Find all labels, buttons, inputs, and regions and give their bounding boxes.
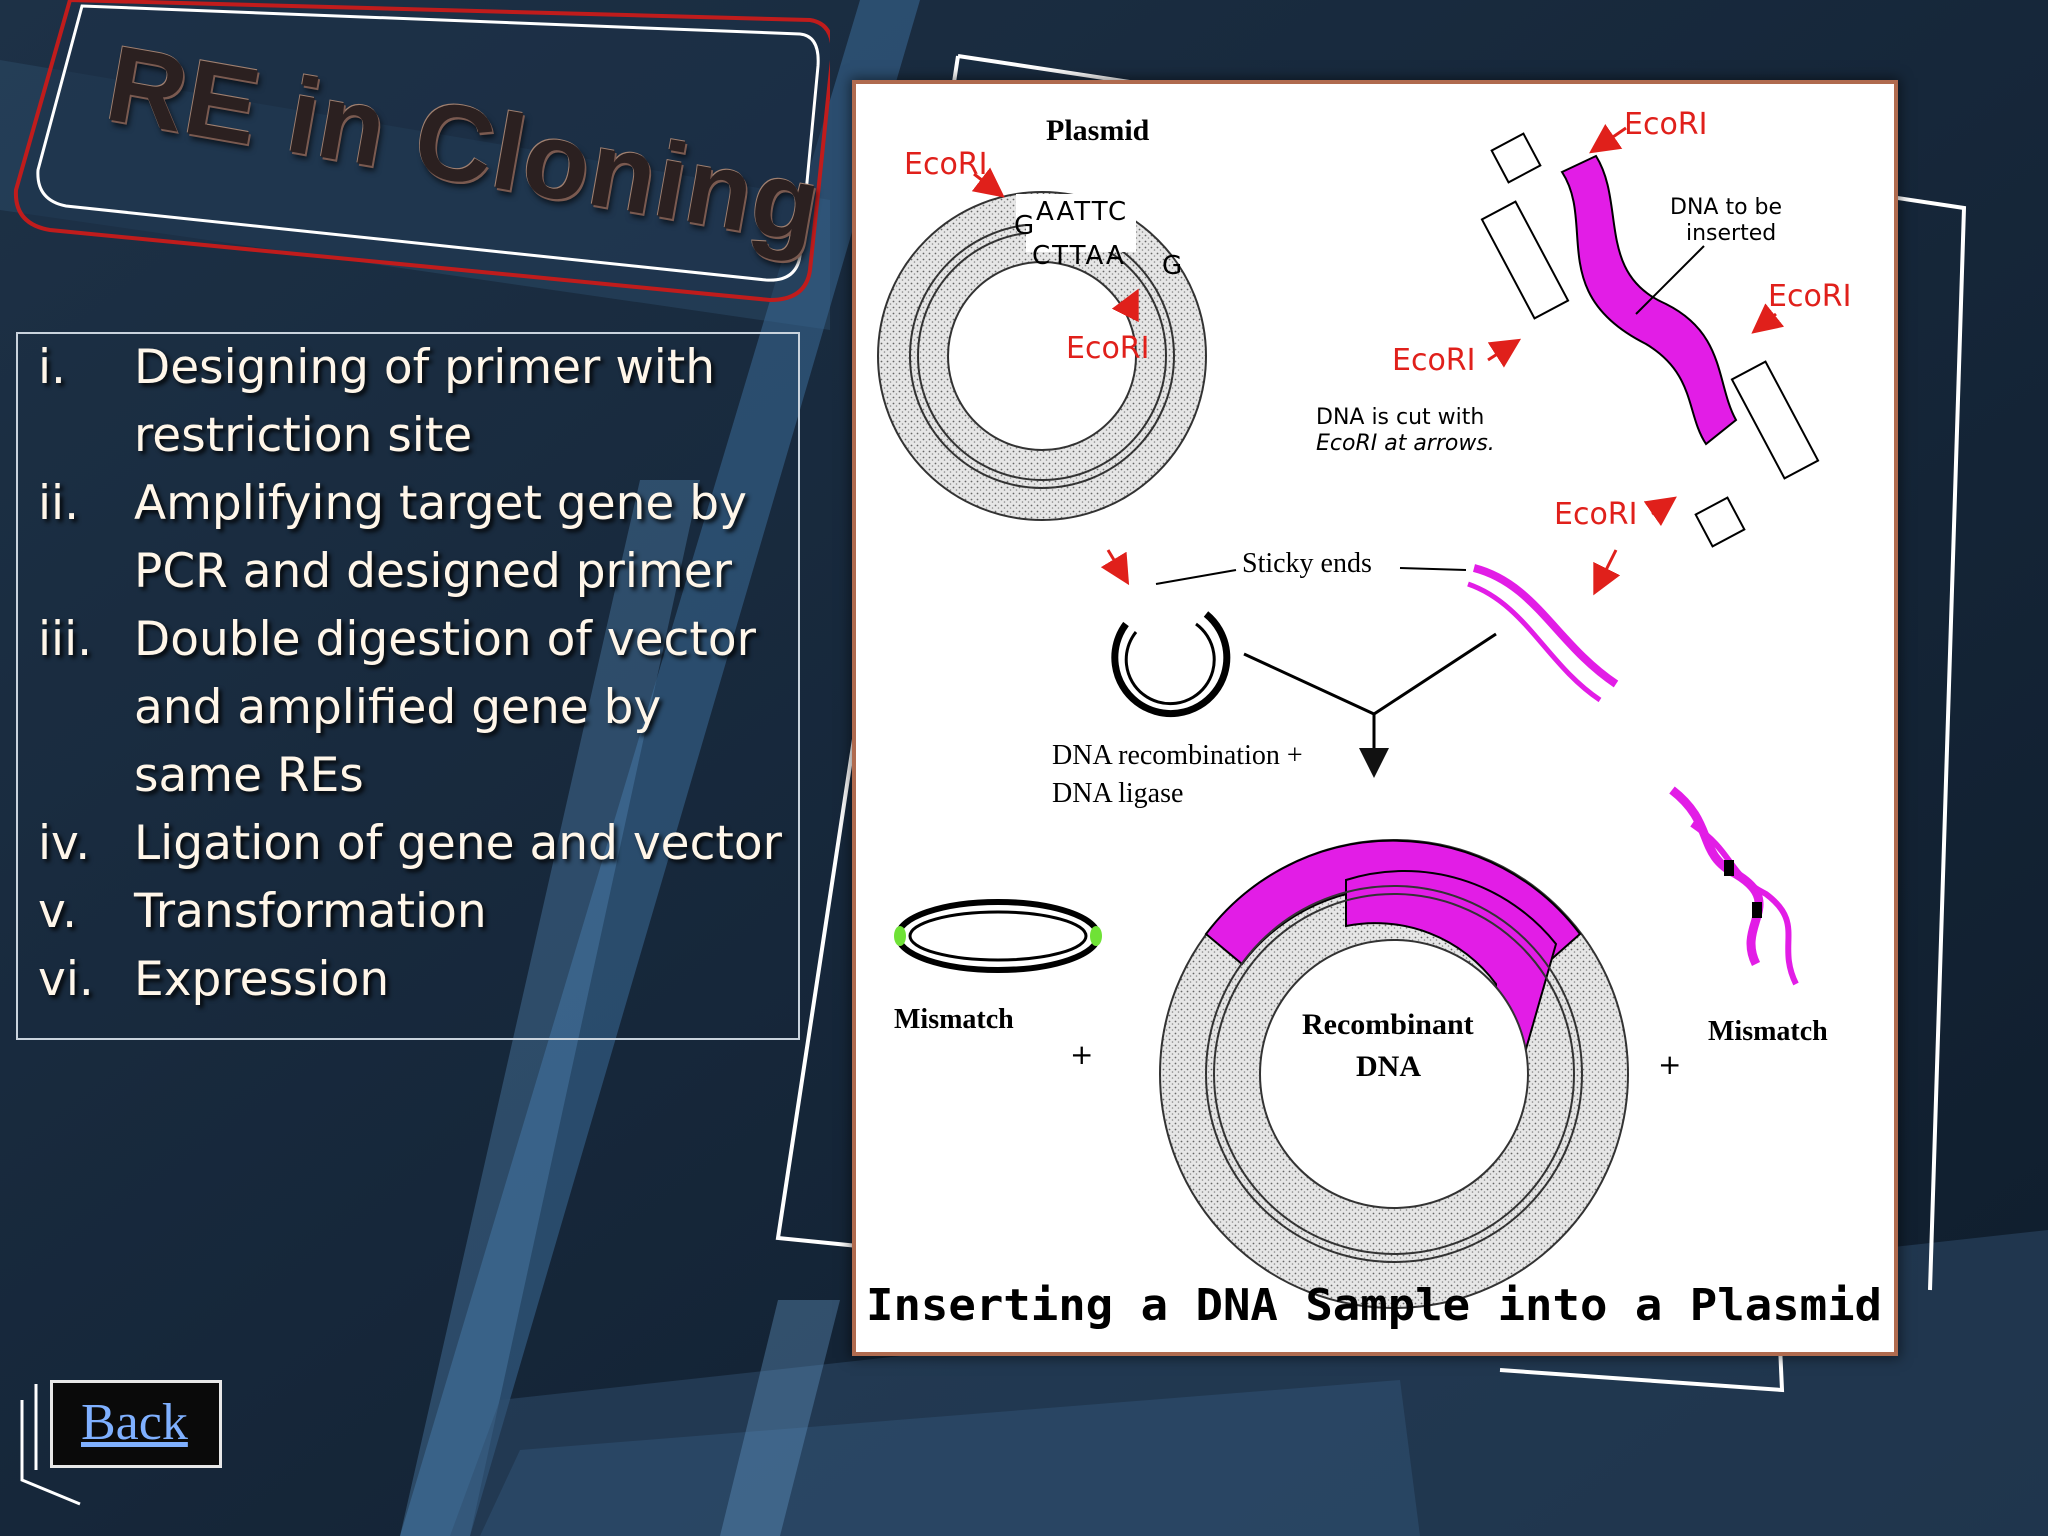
mismatch-plasmid-icon (894, 899, 1102, 973)
back-link[interactable]: Back (81, 1394, 188, 1451)
leader-line (1399, 567, 1467, 571)
bottom-g: G (1162, 251, 1182, 281)
enzyme-label: EcoRI (1554, 497, 1638, 532)
bottom-seq: CTTAA (1032, 241, 1126, 271)
plus-sign: + (1658, 1048, 1681, 1081)
cut-note: EcoRI at arrows. (1316, 431, 1495, 456)
enzyme-label: EcoRI (1768, 279, 1852, 314)
recombinant-plasmid (1159, 839, 1629, 1309)
insert-label: inserted (1686, 221, 1776, 246)
cut-insert-icon (1467, 564, 1619, 703)
flow-arrow-icon (1593, 549, 1621, 596)
cloning-diagram-svg: Plasmid G AATTC CTTAA G EcoRI EcoRI EcoR… (866, 107, 1882, 1331)
cut-plasmid-icon (1111, 611, 1231, 718)
list-item: ii.Amplifying target gene by PCR and des… (38, 476, 747, 599)
leader-line (1635, 245, 1705, 315)
back-button[interactable]: Back (50, 1380, 222, 1468)
list-item: iv.Ligation of gene and vector (38, 816, 782, 871)
cut-arrow-icon (1643, 496, 1677, 527)
enzyme-label: EcoRI (904, 147, 988, 182)
plasmid-diagram (877, 191, 1207, 521)
enzyme-label: EcoRI (1392, 343, 1476, 378)
recombinant-label: Recombinant (1302, 1008, 1474, 1041)
plasmid-label: Plasmid (1046, 114, 1150, 147)
flow-arrow-icon (1100, 549, 1130, 586)
sticky-ends-label: Sticky ends (1242, 548, 1372, 579)
plus-sign: + (1070, 1038, 1093, 1071)
cut-arrow-icon (1487, 338, 1522, 368)
cloning-diagram: Plasmid G AATTC CTTAA G EcoRI EcoRI EcoR… (856, 84, 1894, 1352)
cut-arrow-icon (971, 167, 1005, 198)
mismatch-label: Mismatch (1708, 1016, 1828, 1047)
recombinant-label: DNA (1356, 1050, 1421, 1083)
list-item: vi.Expression (38, 952, 390, 1007)
cut-note: DNA is cut with (1316, 405, 1484, 430)
steps-list: i.Designing of primer with restriction s… (38, 334, 794, 1014)
title-banner: RE in Cloning (10, 0, 835, 310)
cut-arrow-icon (1589, 124, 1627, 154)
figure-caption: Inserting a DNA Sample into a Plasmid (866, 1280, 1882, 1331)
mismatch-insert-icon (1669, 786, 1799, 986)
cut-arrow-icon (1111, 288, 1139, 323)
list-item: iii.Double digestion of vector and ampli… (38, 612, 756, 803)
list-item: v.Transformation (38, 884, 487, 939)
cut-arrow-icon (1751, 303, 1785, 334)
leader-line (1155, 569, 1237, 585)
top-seq: AATTC (1036, 197, 1128, 227)
top-g: G (1014, 211, 1034, 241)
recombination-label: DNA ligase (1052, 778, 1183, 809)
merge-lines (1243, 632, 1497, 716)
mismatch-label: Mismatch (894, 1004, 1014, 1035)
enzyme-label: EcoRI (1066, 331, 1150, 366)
recombination-label: DNA recombination + (1052, 740, 1303, 771)
list-item: i.Designing of primer with restriction s… (38, 340, 716, 463)
title-frame (13, 0, 835, 303)
steps-box: i.Designing of primer with restriction s… (16, 332, 800, 1040)
enzyme-label: EcoRI (1624, 107, 1708, 142)
insert-label: DNA to be (1670, 195, 1782, 220)
